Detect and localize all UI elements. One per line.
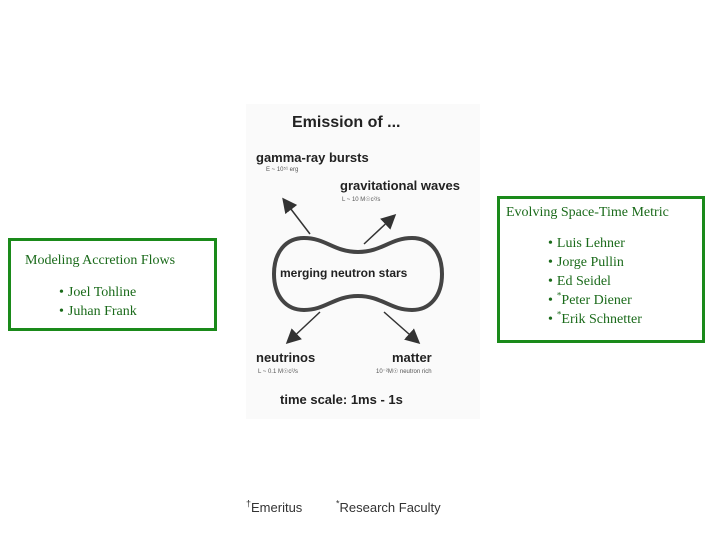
arrow-gamma bbox=[284, 200, 310, 234]
emission-figure: Emission of ... gamma-ray bursts E ~ 10⁵… bbox=[246, 104, 480, 419]
space-time-people-list: •Luis Lehner •Jorge Pullin •Ed Seidel •*… bbox=[548, 234, 642, 329]
arrow-neutrinos bbox=[288, 312, 320, 342]
output-label-gamma: gamma-ray bursts bbox=[256, 150, 369, 165]
accretion-flows-box: Modeling Accretion Flows •Joel Tohline •… bbox=[8, 238, 217, 331]
output-detail-gamma: E ~ 10⁵¹ erg bbox=[266, 167, 298, 173]
output-detail-matter: 10⁻²M☉ neutron rich bbox=[376, 368, 432, 375]
output-label-gravitational: gravitational waves bbox=[340, 178, 460, 193]
center-label: merging neutron stars bbox=[280, 266, 407, 280]
footnote-research-faculty: *Research Faculty bbox=[336, 500, 441, 515]
list-item: •Juhan Frank bbox=[59, 302, 137, 321]
accretion-people-list: •Joel Tohline •Juhan Frank bbox=[59, 283, 137, 321]
list-item: •Joel Tohline bbox=[59, 283, 137, 302]
output-detail-neutrinos: L ~ 0.1 M☉c²/s bbox=[258, 368, 298, 375]
output-label-matter: matter bbox=[392, 350, 432, 365]
space-time-metric-box: Evolving Space-Time Metric •Luis Lehner … bbox=[497, 196, 705, 343]
list-item: •Ed Seidel bbox=[548, 272, 642, 291]
accretion-flows-title: Modeling Accretion Flows bbox=[25, 253, 175, 269]
time-scale-label: time scale: 1ms - 1s bbox=[280, 392, 403, 407]
footnote-emeritus: †Emeritus bbox=[246, 500, 302, 515]
list-item: •*Peter Diener bbox=[548, 291, 642, 310]
figure-title: Emission of ... bbox=[292, 114, 400, 132]
list-item: •*Erik Schnetter bbox=[548, 310, 642, 329]
list-item: •Luis Lehner bbox=[548, 234, 642, 253]
space-time-metric-title: Evolving Space-Time Metric bbox=[506, 205, 669, 221]
output-label-neutrinos: neutrinos bbox=[256, 350, 315, 365]
list-item: •Jorge Pullin bbox=[548, 253, 642, 272]
arrow-gravitational bbox=[364, 216, 394, 244]
output-detail-gravitational: L ~ 10 M☉c²/s bbox=[342, 196, 380, 203]
arrow-matter bbox=[384, 312, 418, 342]
